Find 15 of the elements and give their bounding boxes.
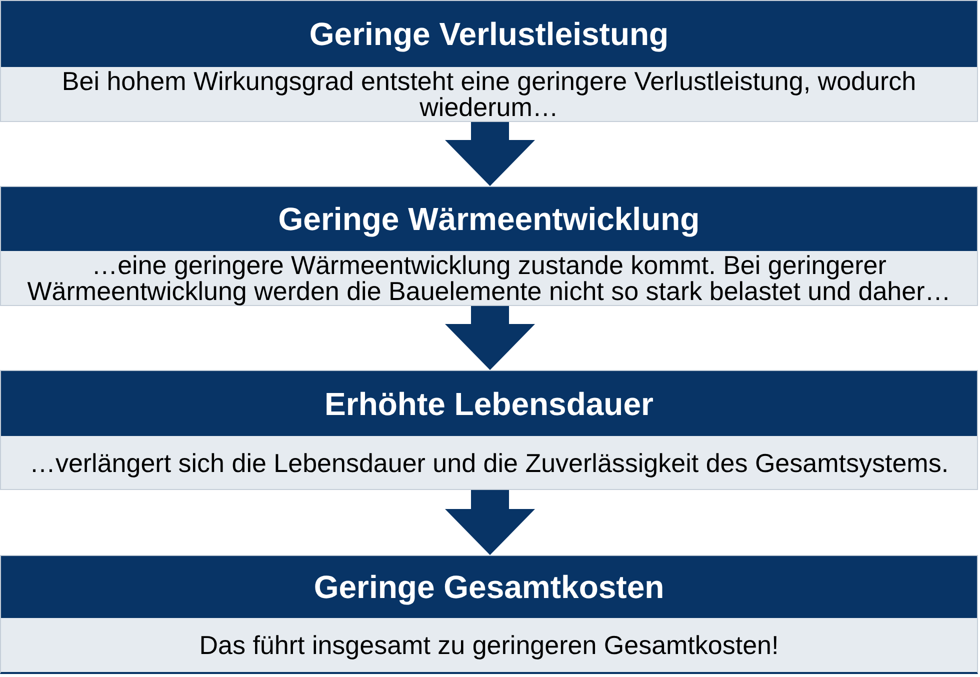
step-heading: Geringe Gesamtkosten [1, 556, 977, 618]
step-description: …eine geringere Wärmeentwicklung zustande kommt. Bei geringerer Wärmeentwicklung werden die Bauelemente nicht so stark belastet und daher… [26, 252, 952, 304]
step-card [0, 0, 978, 122]
step-heading: Erhöhte Lebensdauer [1, 371, 977, 436]
block-arrow [445, 122, 535, 186]
step-description: …verlängert sich die Lebensdauer und die Zuverlässigkeit des Gesamtsystems. [29, 450, 949, 476]
step-heading: Geringe Verlustleistung [1, 1, 977, 67]
step-card [0, 370, 978, 490]
step-description: Bei hohem Wirkungsgrad entsteht eine geringere Verlustleistung, wodurch wiederum… [60, 68, 918, 120]
step-card [0, 186, 978, 306]
block-arrow [445, 306, 535, 370]
step-card [0, 555, 978, 674]
step-description: Das führt insgesamt zu geringeren Gesamtkosten! [199, 632, 779, 658]
block-arrow [445, 490, 535, 555]
step-heading: Geringe Wärmeentwicklung [1, 187, 977, 251]
